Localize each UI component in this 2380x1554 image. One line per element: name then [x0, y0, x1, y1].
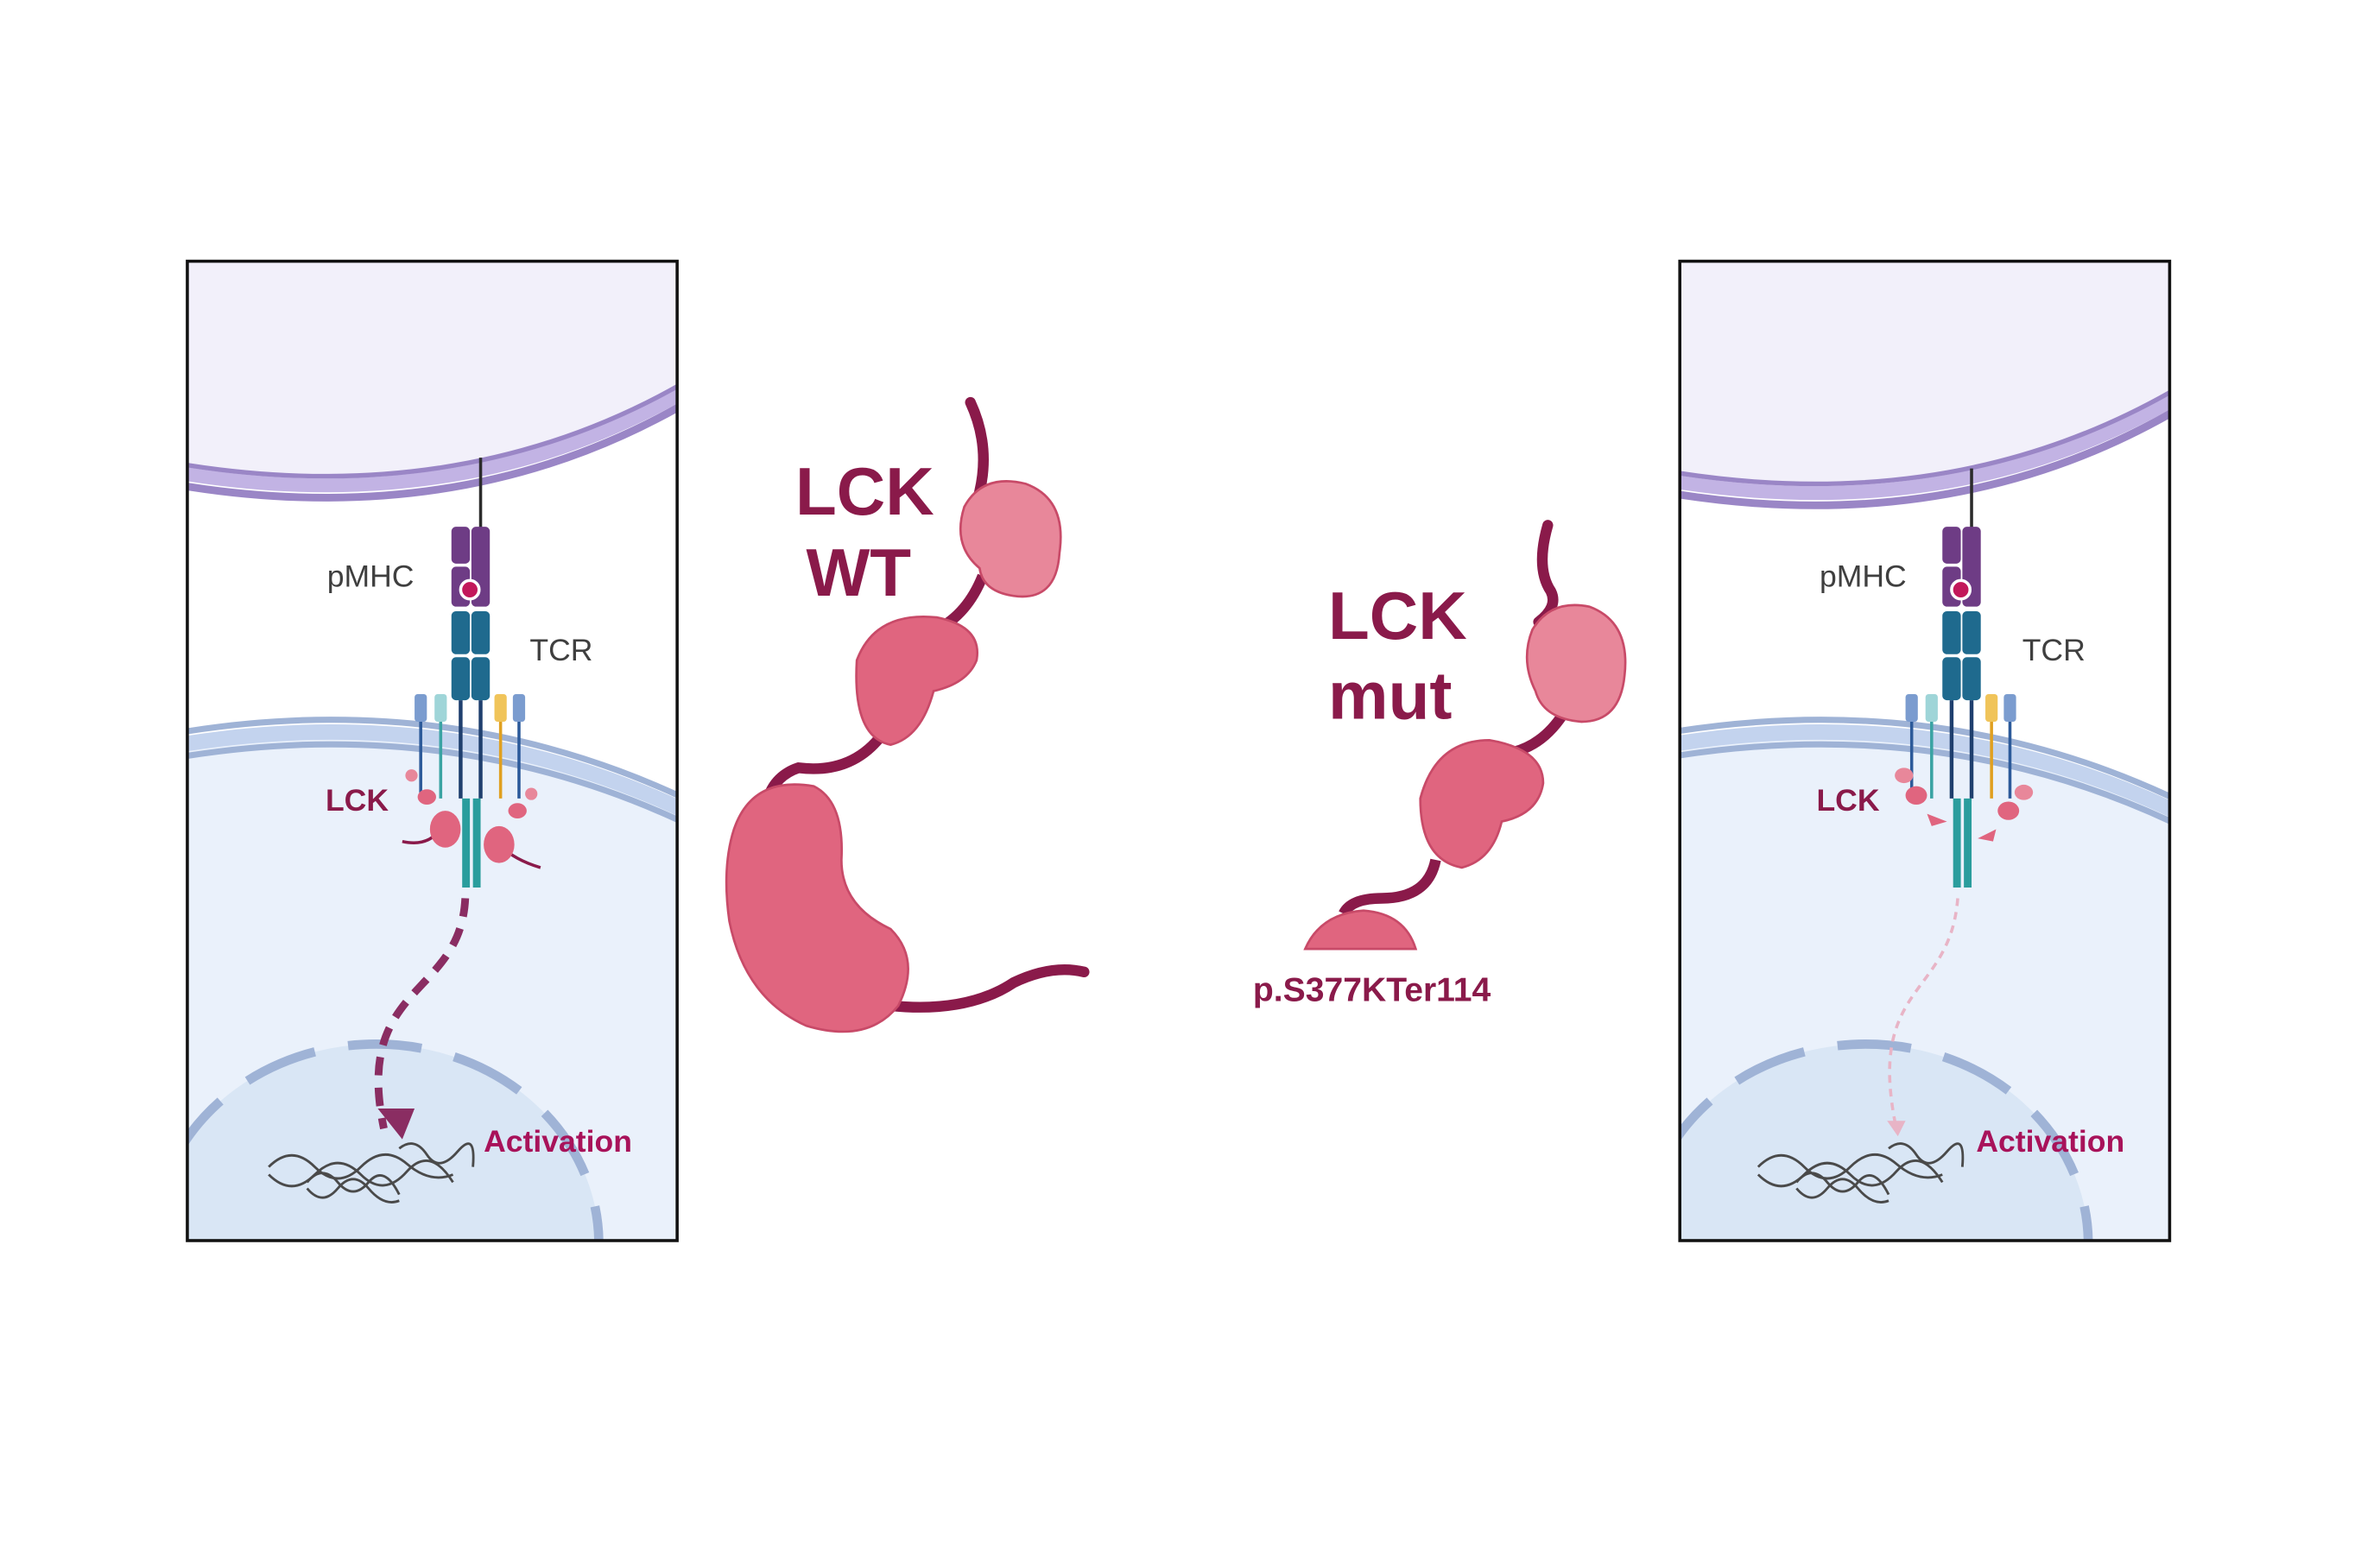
mut-panel: pMHC TCR LCK Activation	[1678, 259, 2172, 1242]
tcr	[451, 610, 471, 654]
kinase-domain	[725, 783, 909, 1033]
sh3-domain	[959, 480, 1062, 598]
truncated-kinase-domain	[1303, 909, 1418, 951]
mut-sh2-domain	[1419, 738, 1545, 869]
lck-label: LCK	[326, 783, 389, 818]
apc-cell	[187, 261, 678, 486]
lck-wt-title-line1: LCK	[795, 453, 934, 529]
wt-panel: pMHC TCR LCK Activation	[186, 259, 679, 1242]
activation-arrow	[374, 898, 470, 1130]
pmhc-label-mut: pMHC	[1820, 559, 1907, 594]
mhc-alpha	[451, 527, 471, 564]
mut-panel-border	[1678, 259, 2172, 1242]
dna-icon	[268, 1142, 475, 1203]
lck-wt-protein	[725, 396, 1090, 1033]
lck-mut-title-line1: LCK	[1328, 578, 1467, 654]
apc-cell-mut	[1680, 261, 2170, 490]
wt-panel-border	[186, 259, 679, 1242]
lck-label-mut: LCK	[1816, 783, 1879, 818]
pmhc-label: pMHC	[327, 559, 415, 594]
nucleus	[187, 1044, 599, 1241]
tcr-label: TCR	[529, 633, 592, 667]
lck-mut-protein	[1303, 520, 1627, 951]
dna-icon-mut	[1757, 1142, 1965, 1203]
tcr-label-mut: TCR	[2022, 633, 2086, 667]
weak-activation-arrow	[1888, 898, 1959, 1129]
t-cell-membrane	[187, 724, 678, 816]
activation-label: Activation	[484, 1124, 632, 1159]
mutation-label: p.S377KTer114	[1253, 972, 1491, 1009]
lck-wt-title-line2: WT	[806, 534, 911, 610]
sh2-domain	[855, 616, 978, 747]
activation-label-mut: Activation	[1976, 1124, 2124, 1159]
peptide	[459, 578, 481, 601]
nucleus-mut	[1680, 1044, 2089, 1241]
apc-membrane	[187, 388, 678, 493]
lck-mut-title-line2: mut	[1328, 657, 1452, 733]
mut-sh3-domain	[1525, 603, 1627, 723]
